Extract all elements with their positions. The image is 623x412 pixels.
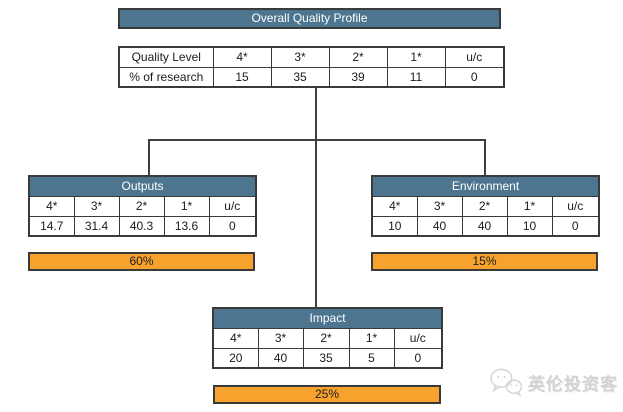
level-cell: u/c bbox=[208, 195, 257, 217]
outputs-levels-row: 4* 3* 2* 1* u/c bbox=[28, 195, 257, 217]
environment-weight-bar: 15% bbox=[371, 252, 598, 271]
value-cell: 39 bbox=[328, 66, 388, 88]
level-cell: 1* bbox=[163, 195, 210, 217]
value-cell: 0 bbox=[208, 215, 257, 237]
overall-quality-profile-header: Overall Quality Profile bbox=[118, 8, 501, 29]
connector-horizontal-branch bbox=[148, 139, 486, 141]
value-cell: 40 bbox=[416, 215, 463, 237]
value-cell: 40 bbox=[257, 347, 304, 369]
outputs-table: Outputs 4* 3* 2* 1* u/c 14.7 31.4 40.3 1… bbox=[28, 175, 258, 237]
value-cell: 10 bbox=[506, 215, 553, 237]
level-cell: u/c bbox=[444, 46, 505, 68]
level-cell: 1* bbox=[348, 327, 395, 349]
environment-header-row: Environment bbox=[371, 175, 600, 197]
level-cell: 4* bbox=[212, 327, 259, 349]
environment-header: Environment bbox=[371, 175, 600, 197]
level-cell: 3* bbox=[73, 195, 120, 217]
level-cell: 3* bbox=[270, 46, 330, 68]
value-cell: 0 bbox=[551, 215, 600, 237]
level-cell: 4* bbox=[212, 46, 272, 68]
level-cell: 2* bbox=[302, 327, 350, 349]
value-cell: 31.4 bbox=[73, 215, 120, 237]
value-cell: 13.6 bbox=[163, 215, 210, 237]
environment-table: Environment 4* 3* 2* 1* u/c 10 40 40 10 … bbox=[371, 175, 601, 237]
value-cell: 20 bbox=[212, 347, 259, 369]
overall-values-row: % of research 15 35 39 11 0 bbox=[118, 66, 505, 88]
impact-values-row: 20 40 35 5 0 bbox=[212, 347, 443, 369]
watermark-text: 英伦投资客 bbox=[528, 374, 618, 394]
level-cell: 4* bbox=[28, 195, 75, 217]
percent-research-label: % of research bbox=[118, 66, 214, 88]
level-cell: u/c bbox=[551, 195, 600, 217]
value-cell: 14.7 bbox=[28, 215, 75, 237]
environment-levels-row: 4* 3* 2* 1* u/c bbox=[371, 195, 600, 217]
value-cell: 15 bbox=[212, 66, 272, 88]
value-cell: 10 bbox=[371, 215, 418, 237]
level-cell: 4* bbox=[371, 195, 418, 217]
level-cell: 1* bbox=[506, 195, 553, 217]
impact-weight-bar: 25% bbox=[213, 385, 441, 404]
level-cell: u/c bbox=[393, 327, 443, 349]
level-cell: 2* bbox=[461, 195, 508, 217]
value-cell: 0 bbox=[444, 66, 505, 88]
value-cell: 35 bbox=[270, 66, 330, 88]
value-cell: 40 bbox=[461, 215, 508, 237]
overall-quality-table: Quality Level 4* 3* 2* 1* u/c % of resea… bbox=[118, 46, 505, 88]
outputs-header: Outputs bbox=[28, 175, 257, 197]
value-cell: 11 bbox=[386, 66, 446, 88]
level-cell: 1* bbox=[386, 46, 446, 68]
value-cell: 35 bbox=[302, 347, 350, 369]
impact-table: Impact 4* 3* 2* 1* u/c 20 40 35 5 0 bbox=[212, 307, 444, 369]
level-cell: 2* bbox=[118, 195, 165, 217]
outputs-weight-bar: 60% bbox=[28, 252, 255, 271]
impact-header-row: Impact bbox=[212, 307, 443, 329]
level-cell: 2* bbox=[328, 46, 388, 68]
impact-header: Impact bbox=[212, 307, 443, 329]
outputs-header-row: Outputs bbox=[28, 175, 257, 197]
value-cell: 0 bbox=[393, 347, 443, 369]
connector-vertical-right bbox=[484, 141, 486, 176]
overall-levels-row: Quality Level 4* 3* 2* 1* u/c bbox=[118, 46, 505, 68]
watermark: 英伦投资客 bbox=[489, 367, 618, 397]
quality-level-label: Quality Level bbox=[118, 46, 214, 68]
level-cell: 3* bbox=[416, 195, 463, 217]
connector-vertical-center bbox=[315, 86, 317, 308]
value-cell: 5 bbox=[348, 347, 395, 369]
wechat-icon bbox=[489, 367, 523, 397]
environment-values-row: 10 40 40 10 0 bbox=[371, 215, 600, 237]
connector-vertical-left bbox=[148, 141, 150, 176]
outputs-values-row: 14.7 31.4 40.3 13.6 0 bbox=[28, 215, 257, 237]
value-cell: 40.3 bbox=[118, 215, 165, 237]
impact-levels-row: 4* 3* 2* 1* u/c bbox=[212, 327, 443, 349]
level-cell: 3* bbox=[257, 327, 304, 349]
